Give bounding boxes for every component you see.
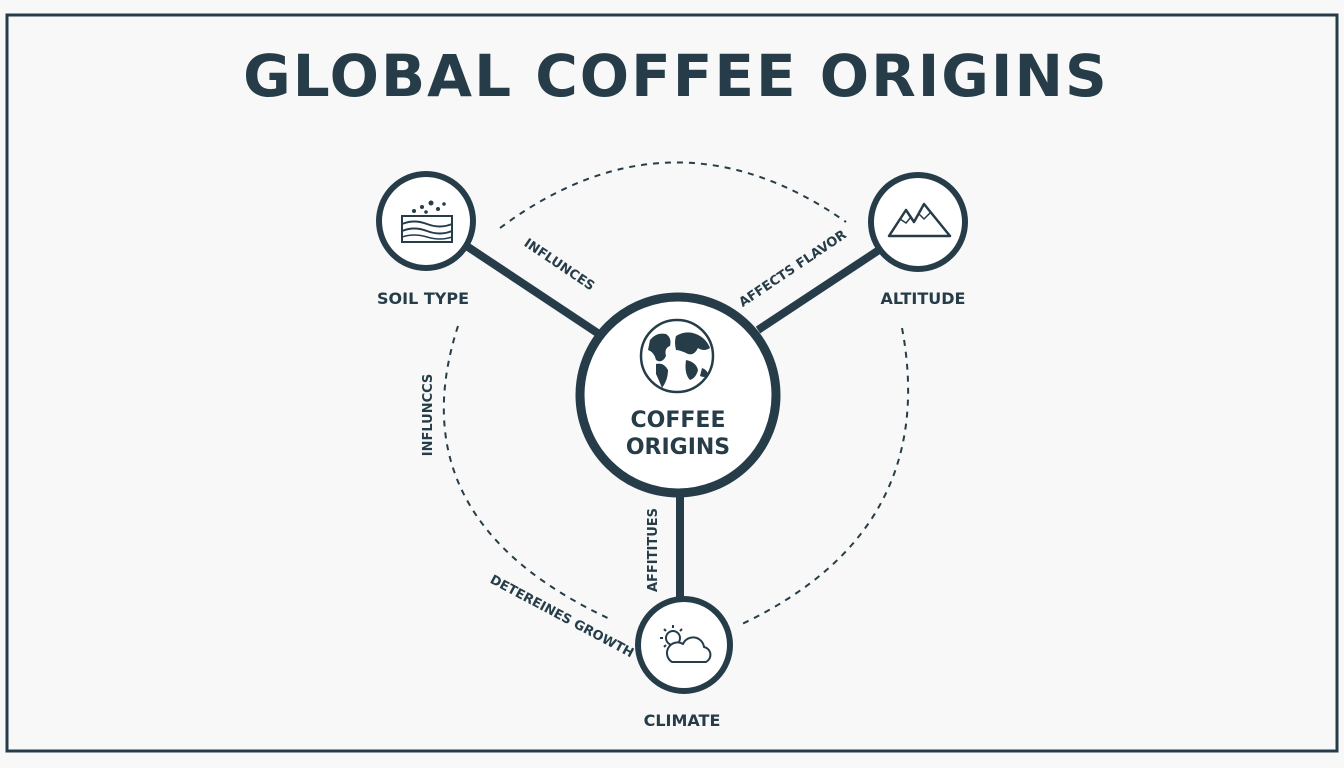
edge-label-altitude-center: AFFECTS FLAVOR [737, 228, 850, 311]
globe-icon [639, 318, 715, 394]
sun-cloud-icon [660, 625, 712, 663]
frame-border [5, 13, 1339, 753]
edge-label-outer-left: INFLUNCCS [421, 374, 436, 457]
center-label-line2: ORIGINS [626, 435, 730, 460]
center-node[interactable]: COFFEE ORIGINS [575, 292, 781, 498]
altitude-label: ALTITUDE [881, 289, 966, 308]
altitude-node-circle [868, 172, 968, 272]
dashed-arc-left [442, 325, 613, 621]
center-node-circle [575, 292, 781, 498]
edge-label-outer-bottom: DETEREINES GROWTH [487, 573, 636, 662]
edge-label-climate-center: AFFITITUES [646, 508, 661, 592]
connector-altitude-center [755, 246, 882, 334]
diagram-title: GLOBAL COFFEE ORIGINS [243, 42, 1109, 110]
soil-node-circle [376, 171, 476, 271]
dashed-arc-top [499, 161, 847, 229]
node-altitude[interactable]: ALTITUDE [868, 172, 968, 308]
soil-layers-icon [401, 200, 453, 243]
node-soil-type[interactable]: SOIL TYPE [376, 171, 476, 308]
soil-type-label: SOIL TYPE [377, 289, 469, 308]
dashed-arc-right [741, 327, 910, 625]
mountain-icon [887, 202, 952, 238]
connector-soil-center [462, 241, 605, 340]
node-climate[interactable]: CLIMATE [635, 596, 733, 730]
center-label-line1: COFFEE [631, 408, 726, 433]
climate-label: CLIMATE [644, 711, 721, 730]
